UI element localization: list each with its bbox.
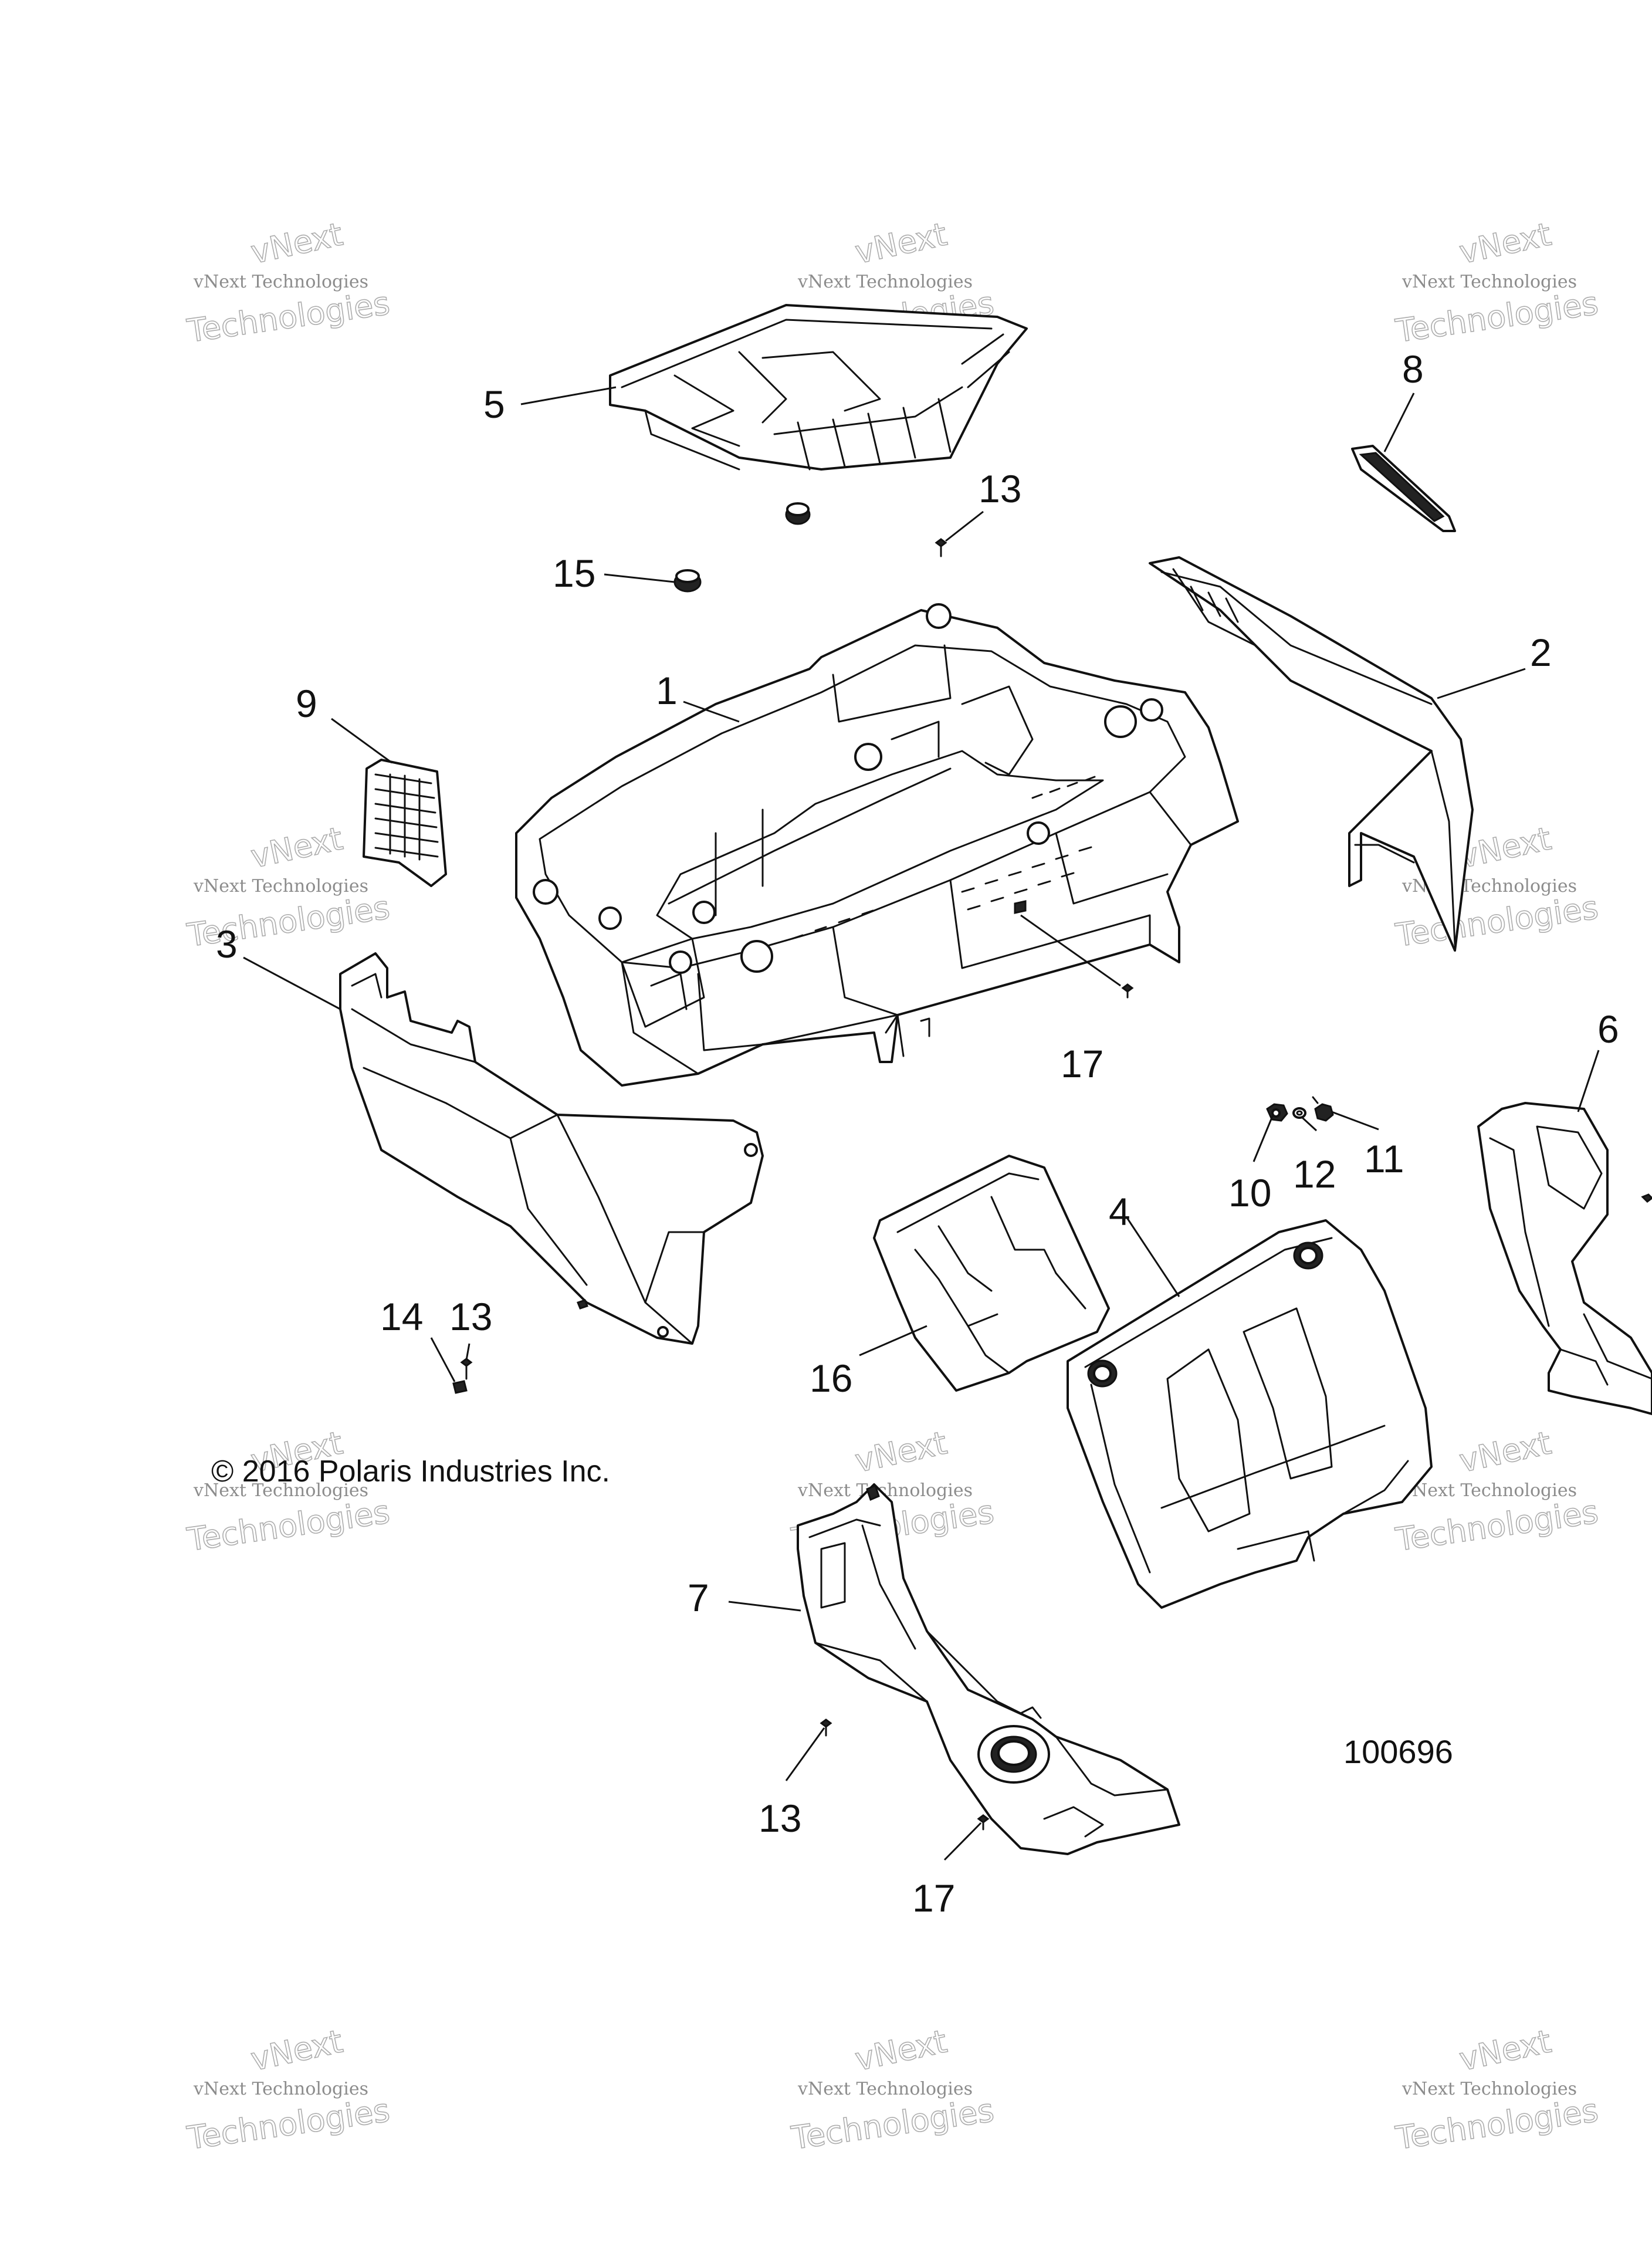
callout-7: 7 — [688, 1576, 709, 1619]
svg-text:Technologies: Technologies — [185, 1493, 392, 1558]
part-6-right-rear-fender — [1477, 1102, 1652, 1415]
part-9-vent-grille — [363, 759, 447, 887]
svg-text:vNext: vNext — [248, 2022, 346, 2078]
svg-text:vNext Technologies: vNext Technologies — [193, 272, 368, 292]
part-3-left-side-panel — [339, 952, 764, 1345]
part-13-screw-bottom — [820, 1718, 832, 1737]
part-2-right-side-panel — [1149, 556, 1474, 952]
callouts: 1 2 3 4 5 6 7 8 9 10 11 12 13 13 13 14 1… — [216, 347, 1619, 1920]
svg-text:vNext Technologies: vNext Technologies — [1402, 1480, 1577, 1501]
callout-11: 11 — [1364, 1137, 1404, 1180]
part-7-left-rear-fender — [797, 1483, 1180, 1855]
part-15-grommet — [785, 502, 811, 525]
part-12-washer — [1292, 1107, 1306, 1119]
part-11-bolt — [1312, 1096, 1334, 1122]
svg-text:vNext Technologies: vNext Technologies — [193, 2079, 368, 2099]
watermark-bottom-center: vNext vNext Technologies Technologies — [788, 2022, 997, 2157]
watermark-bottom-left: vNext vNext Technologies Technologies — [184, 2022, 392, 2157]
svg-text:vNext: vNext — [1456, 1424, 1554, 1479]
part-4-floor-panel — [1067, 1219, 1433, 1609]
svg-text:vNext: vNext — [1456, 2022, 1554, 2078]
figure-number: 100696 — [1343, 1733, 1453, 1770]
svg-text:Technologies: Technologies — [1393, 285, 1600, 350]
callout-15: 15 — [553, 552, 595, 595]
callout-13-left: 13 — [449, 1295, 492, 1338]
callout-9: 9 — [296, 682, 317, 725]
svg-text:Technologies: Technologies — [1393, 2092, 1600, 2157]
part-17-screw-bottom — [977, 1814, 990, 1831]
callout-4: 4 — [1109, 1190, 1130, 1233]
svg-text:vNext: vNext — [1456, 215, 1554, 270]
svg-text:vNext Technologies: vNext Technologies — [1402, 272, 1577, 292]
watermark-lower-left: vNext vNext Technologies Technologies — [184, 1424, 392, 1559]
svg-text:Technologies: Technologies — [789, 2092, 996, 2157]
callout-16: 16 — [810, 1356, 852, 1400]
part-13-screw-left — [460, 1358, 473, 1380]
callout-8: 8 — [1402, 347, 1424, 391]
part-14-clip — [452, 1380, 468, 1394]
svg-text:vNext Technologies: vNext Technologies — [1402, 2079, 1577, 2099]
svg-text:vNext Technologies: vNext Technologies — [797, 272, 973, 292]
watermark-top-left: vNext vNext Technologies Technologies — [184, 215, 392, 350]
part-8-reflector — [1351, 445, 1456, 532]
svg-text:Technologies: Technologies — [185, 2092, 392, 2157]
part-13-screw-top — [935, 538, 947, 557]
svg-text:vNext Technologies: vNext Technologies — [797, 2079, 973, 2099]
callout-12: 12 — [1293, 1152, 1336, 1196]
callout-2: 2 — [1530, 631, 1552, 674]
svg-text:Technologies: Technologies — [1393, 1493, 1600, 1558]
part-1-cargo-bed — [515, 603, 1239, 1087]
svg-text:vNext: vNext — [852, 215, 950, 270]
svg-text:vNext Technologies: vNext Technologies — [193, 1480, 368, 1501]
callout-13-top: 13 — [979, 467, 1021, 510]
watermark-top-right: vNext vNext Technologies Technologies — [1393, 215, 1601, 350]
part-16-bed-mat — [873, 1155, 1110, 1392]
part-10-nut — [1266, 1103, 1288, 1122]
callout-17-bed: 17 — [1061, 1042, 1103, 1085]
callout-6: 6 — [1597, 1007, 1619, 1051]
svg-text:vNext Technologies: vNext Technologies — [193, 876, 368, 897]
callout-17-bottom: 17 — [912, 1876, 955, 1920]
part-15-grommet-left — [673, 569, 702, 593]
callout-10: 10 — [1228, 1171, 1271, 1215]
watermarks: vNext vNext Technologies Technologies vN… — [184, 215, 1601, 2157]
watermark-bottom-right: vNext vNext Technologies Technologies — [1393, 2022, 1601, 2157]
svg-text:vNext: vNext — [248, 820, 346, 875]
callout-5: 5 — [483, 383, 505, 426]
svg-text:vNext: vNext — [248, 215, 346, 270]
leader-lines — [243, 386, 1600, 1861]
callout-3: 3 — [216, 922, 238, 966]
svg-text:Technologies: Technologies — [1393, 889, 1600, 954]
part-17-screw-bed — [1121, 983, 1134, 999]
copyright-notice: © 2016 Polaris Industries Inc. — [211, 1454, 610, 1489]
callout-1: 1 — [656, 669, 678, 712]
svg-text:Technologies: Technologies — [185, 285, 392, 350]
callout-14: 14 — [380, 1295, 423, 1338]
svg-text:vNext: vNext — [852, 1424, 950, 1479]
svg-text:vNext: vNext — [852, 2022, 950, 2078]
part-5-storage-tray — [609, 304, 1028, 471]
callout-13-bottom: 13 — [759, 1797, 801, 1840]
